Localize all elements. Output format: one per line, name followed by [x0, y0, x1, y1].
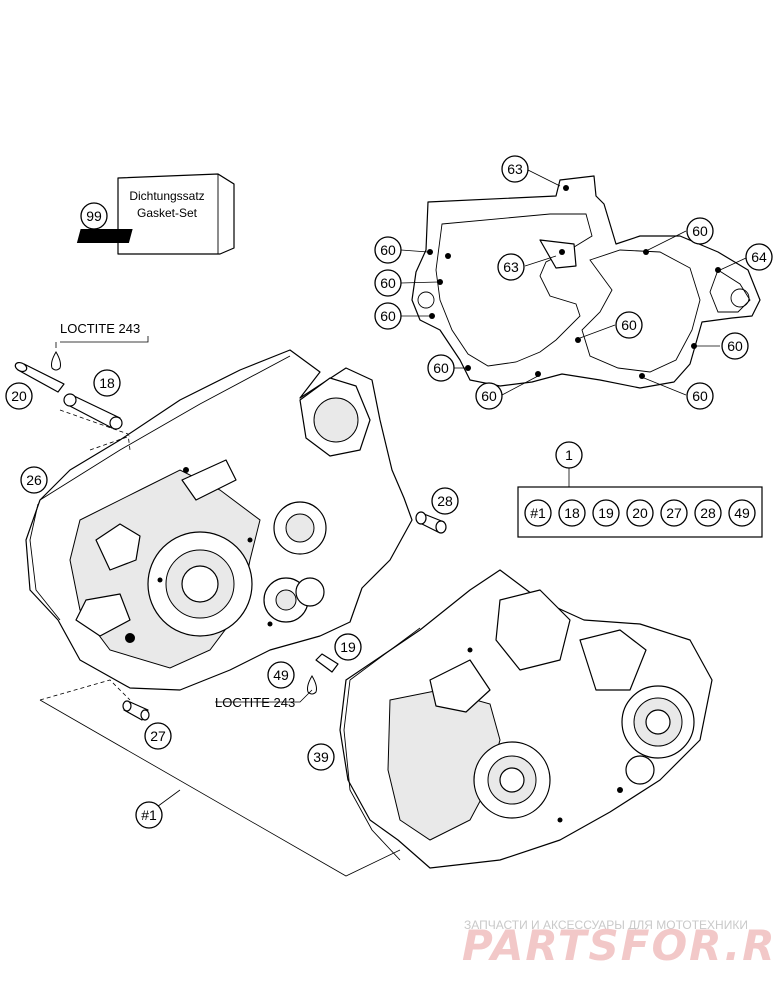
watermark-line1: ЗАПЧАСТИ И АКСЕССУАРЫ ДЛЯ МОТОТЕХНИКИ [464, 918, 748, 932]
svg-text:1: 1 [565, 447, 573, 463]
callout-60-f: 60 [686, 217, 714, 245]
svg-text:60: 60 [481, 388, 497, 404]
callout-99: 99 [80, 202, 108, 230]
right-crankcase-half [339, 569, 713, 869]
svg-text:60: 60 [692, 223, 708, 239]
small-parts [14, 351, 447, 721]
svg-text:27: 27 [150, 728, 166, 744]
svg-text:39: 39 [313, 749, 329, 765]
callout-60-a: 60 [374, 236, 402, 264]
svg-text:60: 60 [380, 308, 396, 324]
gasket-set-box: Dichtungssatz Gasket-Set KTM [76, 173, 235, 255]
svg-text:64: 64 [751, 249, 767, 265]
callout-18: 18 [93, 369, 121, 397]
callout-60-b: 60 [374, 269, 402, 297]
callout-60-h: 60 [721, 332, 749, 360]
svg-text:#1: #1 [530, 505, 546, 521]
callout-19: 19 [334, 633, 362, 661]
left-crankcase-half [25, 349, 413, 691]
callout-60-d: 60 [427, 354, 455, 382]
svg-text:27: 27 [666, 505, 682, 521]
loctite-label-upper: LOCTITE 243 [60, 321, 140, 336]
gasket-set-line1: Dichtungssatz [129, 189, 204, 203]
svg-text:18: 18 [99, 375, 115, 391]
callout-39: 39 [307, 743, 335, 771]
callout-60-i: 60 [686, 382, 714, 410]
gasket-dowel-holes [427, 185, 721, 379]
callout-26: 26 [20, 466, 48, 494]
svg-text:19: 19 [340, 639, 356, 655]
loctite-label-lower: LOCTITE 243 [215, 695, 295, 710]
callout-20: 20 [5, 382, 33, 410]
kit-item-49: 49 [728, 499, 756, 527]
svg-text:26: 26 [26, 472, 42, 488]
callout-60-g: 60 [615, 311, 643, 339]
callout-63-mid: 63 [497, 253, 525, 281]
gasket-set-line2: Gasket-Set [137, 206, 198, 220]
svg-text:60: 60 [380, 242, 396, 258]
kit-item-19: 19 [592, 499, 620, 527]
svg-text:60: 60 [621, 317, 637, 333]
kit-item-27: 27 [660, 499, 688, 527]
svg-text:60: 60 [727, 338, 743, 354]
svg-text:60: 60 [692, 388, 708, 404]
svg-text:60: 60 [380, 275, 396, 291]
svg-text:#1: #1 [141, 807, 157, 823]
callout-1-ref: #1 [135, 801, 163, 829]
svg-text:28: 28 [437, 493, 453, 509]
leader-lines [55, 169, 747, 703]
callout-63-top: 63 [501, 155, 529, 183]
svg-text:49: 49 [734, 505, 750, 521]
ktm-logo: KTM [76, 229, 183, 244]
crankcase-gasket-outline [411, 175, 761, 389]
svg-text:99: 99 [86, 208, 102, 224]
callout-27: 27 [144, 722, 172, 750]
svg-text:20: 20 [11, 388, 27, 404]
kit-item-18: 18 [558, 499, 586, 527]
callout-49: 49 [267, 661, 295, 689]
svg-text:63: 63 [507, 161, 523, 177]
kit-item-1: #1 [524, 499, 552, 527]
svg-text:19: 19 [598, 505, 614, 521]
callout-28: 28 [431, 487, 459, 515]
svg-text:18: 18 [564, 505, 580, 521]
svg-text:63: 63 [503, 259, 519, 275]
kit-item-20: 20 [626, 499, 654, 527]
kit-item-28: 28 [694, 499, 722, 527]
watermark-line2: PARTSFOR.RU [462, 921, 775, 970]
svg-text:28: 28 [700, 505, 716, 521]
svg-text:20: 20 [632, 505, 648, 521]
svg-text:60: 60 [433, 360, 449, 376]
callout-60-c: 60 [374, 302, 402, 330]
svg-text:49: 49 [273, 667, 289, 683]
callout-60-e: 60 [475, 382, 503, 410]
callout-64: 64 [745, 243, 773, 271]
callout-1: 1 [555, 441, 583, 469]
ktm-logo-text: KTM [153, 230, 182, 244]
